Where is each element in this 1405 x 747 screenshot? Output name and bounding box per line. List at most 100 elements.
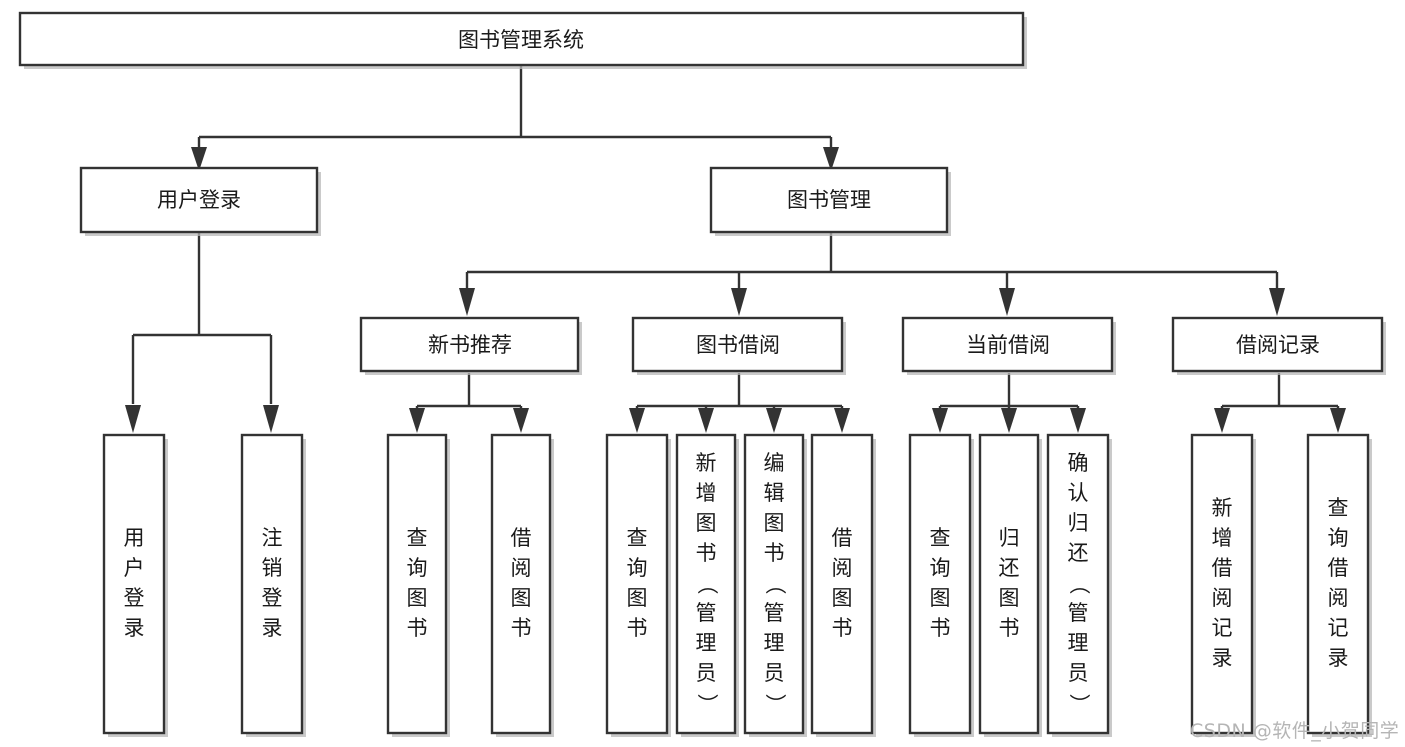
leaf-add-book-admin-label-char: 管 — [696, 601, 717, 625]
leaf-query-book-recommend-box[interactable] — [386, 433, 448, 735]
leaf-confirm-return-admin-label-char: 认 — [1068, 481, 1089, 505]
arrow-to-user-login — [191, 147, 207, 171]
connector-book-borrow-trunk — [635, 373, 844, 412]
leaf-add-book-admin-label-char: （ — [695, 574, 719, 595]
leaf-query-borrow-record-label-char: 询 — [1328, 526, 1349, 550]
arrow-to-current-borrow — [999, 288, 1015, 316]
arrow-to-leaf-edit-book — [766, 408, 782, 433]
leaf-edit-book-admin-label-char: 理 — [764, 631, 785, 655]
arrow-to-leaf-add-record — [1214, 408, 1230, 433]
leaf-confirm-return-admin-box[interactable] — [1046, 433, 1110, 735]
arrow-to-leaf-query-book-1 — [409, 408, 425, 433]
leaf-confirm-return-admin-label-char: 理 — [1068, 631, 1089, 655]
leaf-edit-book-admin-label-char: 辑 — [764, 481, 785, 505]
leaf-logout-login-label-char: 登 — [262, 586, 283, 610]
leaf-query-borrow-record-label-char: 借 — [1328, 556, 1349, 580]
node-current-borrow-box[interactable] — [901, 316, 1114, 373]
arrow-to-leaf-borrow-book-1 — [513, 408, 529, 433]
connector-new-book-recommend-trunk — [415, 373, 523, 412]
node-user-login-box[interactable] — [79, 166, 319, 234]
arrow-to-borrow-record — [1269, 288, 1285, 316]
connector-borrow-record-trunk — [1220, 373, 1340, 412]
node-book-borrow[interactable]: 图书借阅 — [631, 316, 846, 375]
arrow-to-leaf-logout — [263, 405, 279, 433]
node-new-book-recommend[interactable]: 新书推荐 — [359, 316, 582, 375]
node-user-login[interactable]: 用户登录 — [79, 166, 321, 236]
leaf-user-login-box[interactable] — [102, 433, 166, 735]
leaf-query-book-recommend-label-char: 图 — [407, 586, 428, 610]
leaf-logout-login-box[interactable] — [240, 433, 304, 735]
leaf-query-borrow-record-label-char: 查 — [1328, 496, 1349, 520]
node-book-manage-box[interactable] — [709, 166, 949, 234]
arrow-to-new-book-recommend — [459, 288, 475, 316]
leaf-add-book-admin-label-char: 新 — [696, 451, 717, 475]
leaf-return-book-box[interactable] — [978, 433, 1040, 735]
leaf-add-book-admin-label-char: 理 — [696, 631, 717, 655]
leaf-borrow-book-recommend-box[interactable] — [490, 433, 552, 735]
leaf-add-book-admin-label-char: 员 — [696, 661, 717, 685]
leaf-query-book-recommend-label-char: 查 — [407, 526, 428, 550]
leaf-user-login-label-char: 录 — [124, 616, 145, 640]
leaf-query-book-recommend-label-char: 书 — [407, 616, 428, 640]
leaf-query-book-borrow-label-char: 询 — [627, 556, 648, 580]
leaf-query-borrow-record-box[interactable] — [1306, 433, 1370, 735]
leaf-logout-login-label-char: 销 — [262, 556, 283, 580]
leaf-query-book-current-label-char: 询 — [930, 556, 951, 580]
node-book-borrow-label: 图书借阅 — [696, 333, 780, 357]
leaf-borrow-book-borrow-box[interactable] — [810, 433, 874, 735]
leaf-borrow-book-borrow-label-char: 书 — [832, 616, 853, 640]
leaf-borrow-book-recommend-label-char: 书 — [511, 616, 532, 640]
node-book-borrow-box[interactable] — [631, 316, 844, 373]
leaf-add-borrow-record-label-char: 增 — [1212, 526, 1233, 550]
arrow-to-leaf-borrow-book-2 — [834, 408, 850, 433]
leaf-add-book-admin-label-char: ） — [695, 694, 719, 715]
node-book-manage[interactable]: 图书管理 — [709, 166, 951, 236]
leaf-add-book-admin-box[interactable] — [675, 433, 737, 735]
leaf-confirm-return-admin-label-char: 确 — [1068, 451, 1089, 475]
leaf-confirm-return-admin-label-char: 管 — [1068, 601, 1089, 625]
leaf-edit-book-admin-label-char: ） — [763, 694, 787, 715]
leaf-edit-book-admin-box[interactable] — [743, 433, 805, 735]
node-new-book-recommend-box[interactable] — [359, 316, 580, 373]
leaf-edit-book-admin-label-char: （ — [763, 574, 787, 595]
node-borrow-record[interactable]: 借阅记录 — [1171, 316, 1386, 375]
leaf-query-borrow-record-label-char: 记 — [1328, 616, 1349, 640]
arrow-to-book-manage — [823, 147, 839, 171]
arrow-to-leaf-return-book — [1001, 408, 1017, 433]
leaf-add-book-admin-label-char: 书 — [696, 541, 717, 565]
leaf-add-borrow-record-label-char: 借 — [1212, 556, 1233, 580]
connector-book-manage-trunk — [465, 232, 1279, 292]
leaf-edit-book-admin-label-char: 管 — [764, 601, 785, 625]
node-root[interactable]: 图书管理系统 — [18, 11, 1027, 69]
node-borrow-record-box[interactable] — [1171, 316, 1384, 373]
leaf-user-login[interactable]: 用户登录 — [102, 433, 168, 737]
leaf-user-login-label-char: 用 — [124, 526, 145, 550]
leaf-query-book-current-box[interactable] — [908, 433, 972, 735]
node-root-box[interactable] — [18, 11, 1025, 67]
leaf-borrow-book-borrow-label-char: 图 — [832, 586, 853, 610]
leaf-add-borrow-record-label-char: 新 — [1212, 496, 1233, 520]
arrow-to-leaf-add-book — [698, 408, 714, 433]
leaf-borrow-book-recommend-label-char: 借 — [511, 526, 532, 550]
connector-layer — [125, 65, 1346, 433]
leaf-query-book-recommend-label-char: 询 — [407, 556, 428, 580]
leaf-add-borrow-record-box[interactable] — [1190, 433, 1254, 735]
leaf-confirm-return-admin-label-char: 员 — [1068, 661, 1089, 685]
leaf-borrow-book-borrow-label-char: 阅 — [832, 556, 853, 580]
node-current-borrow[interactable]: 当前借阅 — [901, 316, 1116, 375]
leaf-query-book-borrow-box[interactable] — [605, 433, 669, 735]
node-user-login-label: 用户登录 — [157, 188, 241, 212]
